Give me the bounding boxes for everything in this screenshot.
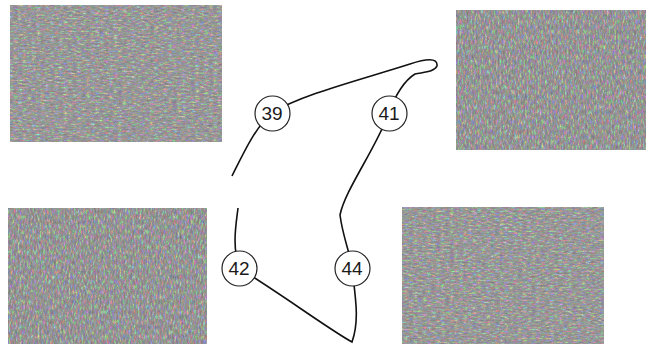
callout-circle: 39 [254,95,291,132]
micrograph [402,207,604,344]
callout-number: 42 [228,259,249,278]
micrograph [8,208,207,344]
callout-number: 41 [378,104,399,123]
micrograph [10,5,222,142]
callout-number: 39 [261,104,282,123]
tooth-outline [232,60,437,342]
callout-circle: 44 [334,250,371,287]
callout-circle: 42 [221,250,258,287]
callout-circle: 41 [371,95,408,132]
micrograph [456,10,646,150]
callout-number: 44 [341,259,362,278]
